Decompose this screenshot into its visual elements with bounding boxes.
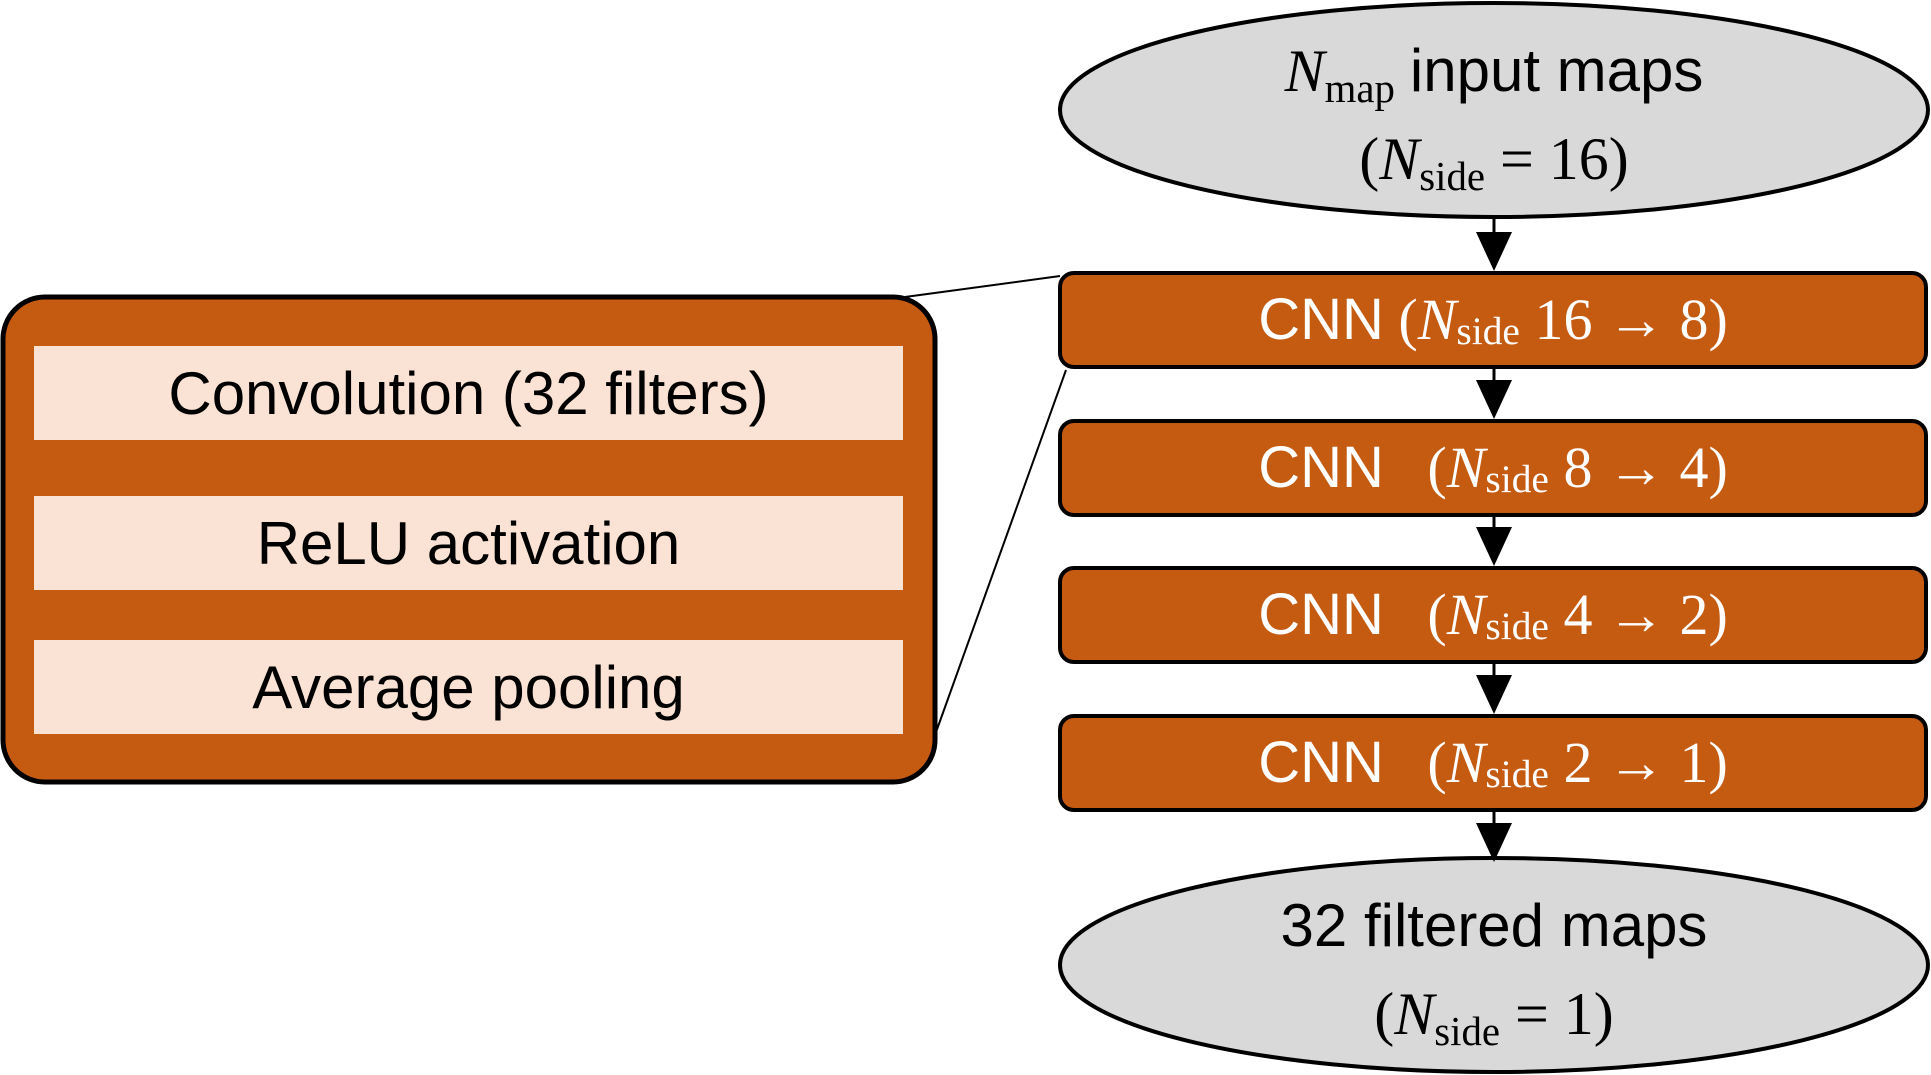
arrow-cnn2-to-cnn3 [1476, 515, 1512, 566]
cnn-paren-open: ( [1427, 435, 1447, 500]
input-nside-value: = 16) [1484, 126, 1629, 192]
cnn-subscript: side [1456, 309, 1520, 354]
input-nside-symbol: N [1379, 126, 1420, 192]
output-paren-open: ( [1374, 981, 1395, 1047]
layer-relu: ReLU activation [34, 496, 903, 590]
arrow-cnn4-to-output [1476, 810, 1512, 862]
cnn-symbol: N [1446, 435, 1486, 500]
arrow-input-to-cnn1 [1476, 217, 1512, 271]
cnn-symbol: N [1446, 730, 1486, 795]
input-nside-subscript: side [1419, 154, 1485, 200]
cnn-label: CNN [1258, 287, 1384, 352]
arrow-cnn3-to-cnn4 [1476, 662, 1512, 714]
zoom-line-top [904, 275, 1061, 298]
cnn-label: CNN [1258, 582, 1384, 647]
input-symbol: N [1284, 38, 1325, 104]
output-nside-value: = 1) [1499, 981, 1614, 1047]
output-text: 32 filtered maps [1280, 892, 1708, 959]
zoom-line-bottom [934, 369, 1067, 736]
cnn-paren-open: ( [1398, 287, 1418, 352]
cnn-transition: 8 → 4) [1563, 435, 1728, 500]
input-paren-open: ( [1359, 126, 1380, 192]
layer-convolution: Convolution (32 filters) [34, 346, 903, 440]
cnn-subscript: side [1485, 604, 1549, 649]
cnn-symbol: N [1446, 582, 1486, 647]
cnn-transition: 2 → 1) [1563, 730, 1728, 795]
output-nside-subscript: side [1434, 1009, 1500, 1055]
cnn-transition: 16 → 8) [1534, 287, 1728, 352]
cnn-paren-open: ( [1427, 582, 1447, 647]
input-node-label: Nmap input maps (Nside = 16) [1060, 27, 1928, 203]
cnn-subscript: side [1485, 752, 1549, 797]
cnn-label: CNN [1258, 435, 1384, 500]
arrow-cnn1-to-cnn2 [1476, 367, 1512, 419]
cnn-transition: 4 → 2) [1563, 582, 1728, 647]
output-node-label: 32 filtered maps (Nside = 1) [1060, 882, 1928, 1058]
output-nside-symbol: N [1394, 981, 1435, 1047]
layer-average-pooling: Average pooling [34, 640, 903, 734]
cnn-paren-open: ( [1427, 730, 1447, 795]
input-text: input maps [1409, 37, 1704, 104]
cnn-symbol: N [1417, 287, 1457, 352]
input-subscript: map [1324, 66, 1395, 112]
cnn-label: CNN [1258, 730, 1384, 795]
cnn-subscript: side [1485, 457, 1549, 502]
